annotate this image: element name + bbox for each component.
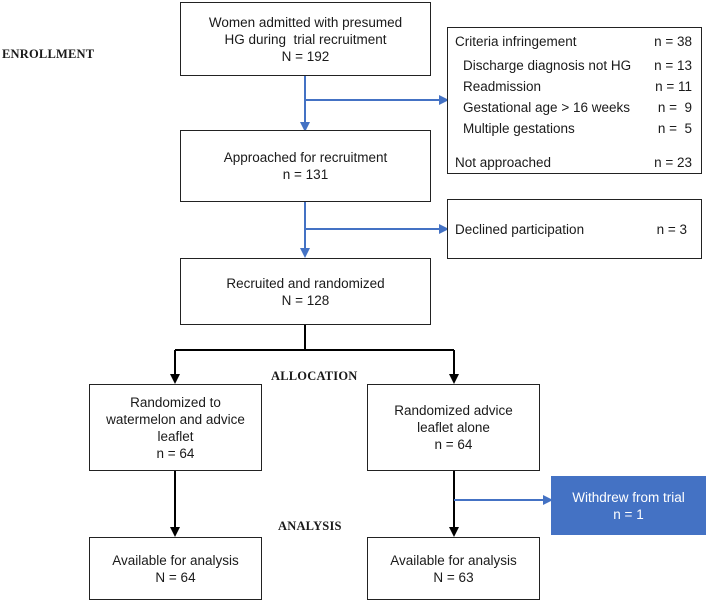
withdrew-label: Withdrew from trial	[572, 489, 685, 505]
withdrew-count: n = 1	[613, 506, 644, 522]
box-admitted: Women admitted with presumed HG during t…	[180, 2, 431, 76]
leaflet-line2: leaflet alone	[417, 420, 490, 435]
stage-enrollment: ENROLLMENT	[2, 47, 95, 61]
watermelon-line2: watermelon and advice	[106, 411, 245, 427]
stage-analysis: ANALYSIS	[278, 519, 342, 533]
box-withdrew: Withdrew from trial n = 1	[551, 476, 706, 535]
analysis-right-label: Available for analysis	[390, 552, 517, 568]
criteria-label: Criteria infringement	[455, 34, 577, 49]
leaflet-line1: Randomized advice	[394, 403, 513, 418]
watermelon-line3: leaflet	[157, 428, 194, 444]
box-approached: Approached for recruitment n = 131	[180, 130, 431, 202]
box-analysis-left: Available for analysis N = 64	[89, 537, 262, 600]
not-approached-label: Not approached	[455, 155, 552, 170]
declined-label: Declined participation	[455, 222, 585, 237]
watermelon-count: n = 64	[156, 445, 195, 461]
admitted-count: N = 192	[281, 48, 330, 64]
stage-allocation: ALLOCATION	[271, 369, 358, 383]
not-approached-count: n = 23	[654, 155, 692, 170]
approached-count: n = 131	[282, 167, 329, 182]
box-leaflet-arm: Randomized advice leaflet alone n = 64	[367, 384, 540, 471]
leaflet-count: n = 64	[434, 437, 473, 452]
criteria-count: n = 38	[654, 34, 692, 49]
box-declined: Declined participation n = 3	[447, 199, 702, 259]
admitted-line1: Women admitted with presumed	[208, 14, 403, 30]
box-watermelon-arm: Randomized to watermelon and advice leaf…	[89, 384, 262, 471]
box-exclusions: Criteria infringement n = 38 Discharge d…	[447, 27, 702, 174]
box-recruited: Recruited and randomized N = 128	[180, 258, 431, 325]
declined-count: n = 3	[656, 222, 687, 237]
box-analysis-right: Available for analysis N = 63	[367, 537, 540, 600]
approached-label: Approached for recruitment	[223, 150, 388, 165]
watermelon-line1: Randomized to	[130, 394, 221, 410]
analysis-right-count: N = 63	[433, 569, 474, 585]
analysis-left-label: Available for analysis	[112, 552, 239, 568]
admitted-line2: HG during trial recruitment	[224, 31, 387, 47]
recruited-label: Recruited and randomized	[226, 275, 385, 291]
recruited-count: N = 128	[281, 292, 330, 308]
analysis-left-count: N = 64	[155, 569, 196, 585]
